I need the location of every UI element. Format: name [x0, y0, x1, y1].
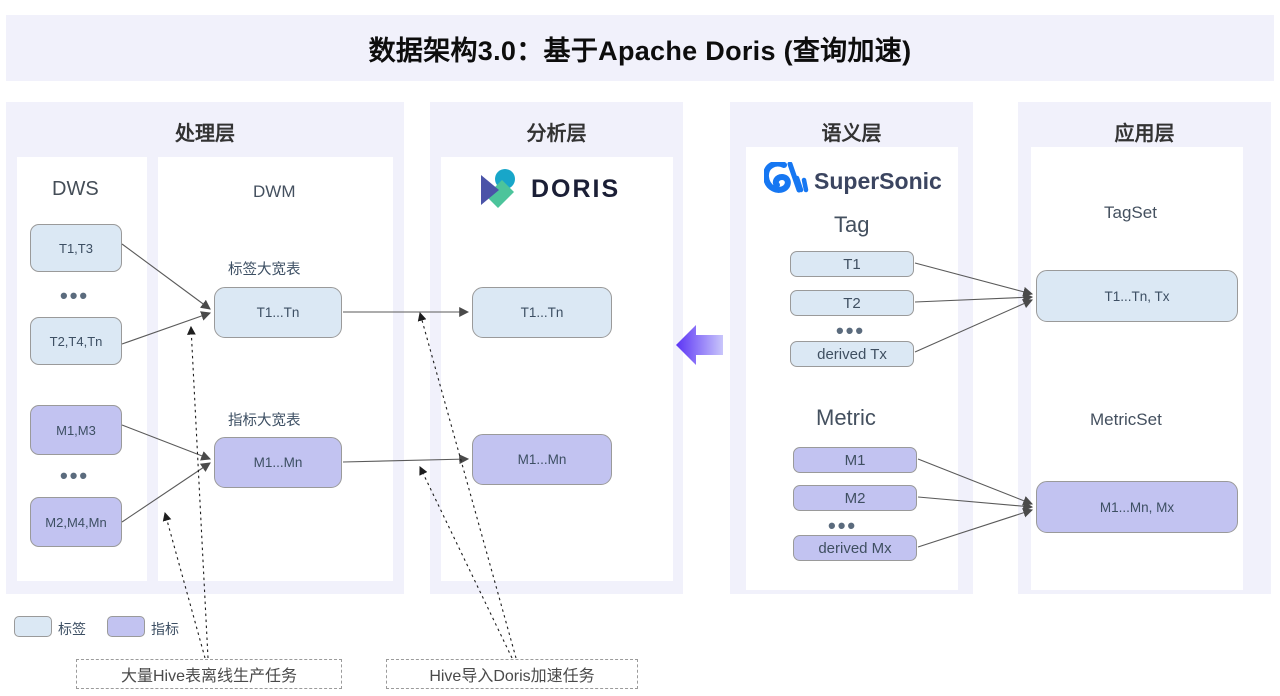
doris-logo-text: DORIS	[531, 175, 621, 203]
node-dwm-metric[interactable]: M1...Mn	[214, 437, 342, 488]
label-tagset: TagSet	[1104, 203, 1157, 222]
doris-logo	[472, 166, 520, 214]
dws-metric-ellipsis: •••	[60, 463, 90, 488]
node-tag-derived[interactable]: derived Tx	[790, 341, 914, 367]
node-tag-t1[interactable]: T1	[790, 251, 914, 277]
node-metric-m1[interactable]: M1	[793, 447, 917, 473]
legend-swatch-tag	[14, 616, 52, 637]
metric-ellipsis: •••	[828, 513, 858, 538]
group-label-dwm: DWM	[253, 182, 296, 201]
flow-arrow	[676, 325, 723, 365]
node-dws-tag-1[interactable]: T1,T3	[30, 224, 122, 272]
node-dws-metric-1[interactable]: M1,M3	[30, 405, 122, 455]
caption-metric-wide-table: 指标大宽表	[228, 413, 301, 429]
node-metric-m2[interactable]: M2	[793, 485, 917, 511]
node-doris-tag[interactable]: T1...Tn	[472, 287, 612, 338]
tag-ellipsis: •••	[836, 318, 866, 343]
node-tagset[interactable]: T1...Tn, Tx	[1036, 270, 1238, 322]
node-metric-derived[interactable]: derived Mx	[793, 535, 917, 561]
node-dwm-tag[interactable]: T1...Tn	[214, 287, 342, 338]
node-dws-tag-2[interactable]: T2,T4,Tn	[30, 317, 122, 365]
layer-title-application: 应用层	[1114, 123, 1175, 145]
layer-title-analysis: 分析层	[526, 123, 587, 145]
card-dwm	[158, 157, 393, 581]
layer-title-semantic: 语义层	[821, 123, 882, 145]
node-dws-metric-2[interactable]: M2,M4,Mn	[30, 497, 122, 547]
legend-label-metric: 指标	[151, 621, 179, 637]
layer-title-processing: 处理层	[175, 123, 235, 145]
page-title: 数据架构3.0：基于Apache Doris (查询加速)	[368, 35, 912, 66]
label-metricset: MetricSet	[1090, 410, 1162, 429]
card-analysis	[441, 157, 673, 581]
supersonic-logo-text: SuperSonic	[814, 168, 942, 194]
node-doris-metric[interactable]: M1...Mn	[472, 434, 612, 485]
title-banner: 数据架构3.0：基于Apache Doris (查询加速)	[6, 15, 1274, 81]
group-label-tag: Tag	[834, 212, 870, 237]
legend-swatch-metric	[107, 616, 145, 637]
dws-tag-ellipsis: •••	[60, 283, 90, 308]
node-tag-t2[interactable]: T2	[790, 290, 914, 316]
group-label-dws: DWS	[52, 178, 99, 200]
supersonic-logo	[762, 160, 810, 196]
caption-tag-wide-table: 标签大宽表	[228, 262, 301, 278]
legend-label-tag: 标签	[58, 621, 86, 637]
group-label-metric: Metric	[816, 405, 876, 430]
callout-hive-to-doris-task: Hive导入Doris加速任务	[386, 659, 638, 689]
callout-hive-offline-task: 大量Hive表离线生产任务	[76, 659, 342, 689]
node-metricset[interactable]: M1...Mn, Mx	[1036, 481, 1238, 533]
